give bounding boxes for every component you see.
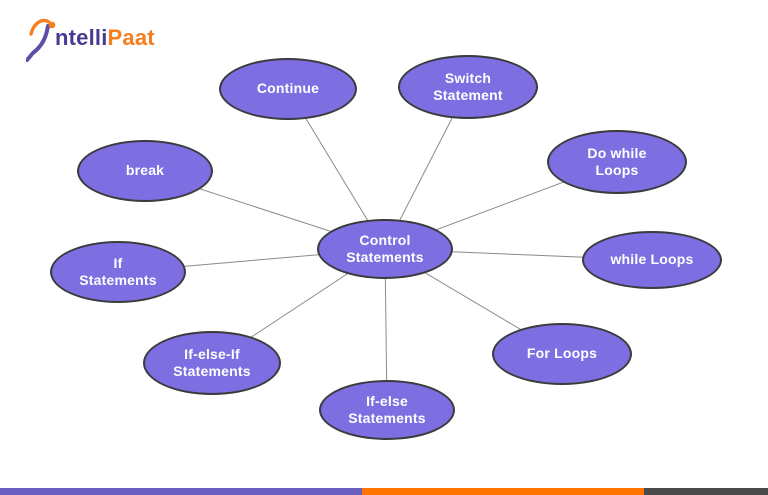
footer-orange-segment	[361, 488, 645, 495]
node-label: Do while Loops	[587, 144, 647, 179]
logo-text-primary: ntelli	[55, 25, 108, 50]
intellipaat-logo: ntelliPaat	[26, 16, 155, 62]
node-if-else-statements: If-else Statements	[319, 380, 455, 440]
node-label: Continue	[256, 80, 320, 97]
node-label: while Loops	[610, 251, 694, 268]
node-while-loops: while Loops	[582, 231, 722, 289]
footer-accent-bar	[0, 488, 768, 495]
node-label: For Loops	[526, 345, 598, 362]
node-continue: Continue	[219, 58, 357, 120]
logo-dancer-icon	[26, 18, 56, 62]
node-for-loops: For Loops	[492, 323, 632, 385]
footer-purple-segment	[0, 488, 362, 495]
node-if-statements: If Statements	[50, 241, 186, 303]
node-switch-statement: Switch Statement	[398, 55, 538, 119]
footer-dark-segment	[644, 488, 768, 495]
node-control-statements: Control Statements	[317, 219, 453, 279]
logo-wordmark: ntelliPaat	[55, 16, 155, 60]
logo-text-secondary: Paat	[107, 25, 155, 50]
node-do-while-loops: Do while Loops	[547, 130, 687, 194]
node-label: Control Statements	[346, 231, 424, 266]
node-label: If Statements	[79, 254, 157, 289]
node-label: Switch Statement	[433, 69, 503, 104]
node-if-else-if-statements: If-else-If Statements	[143, 331, 281, 395]
node-label: If-else-If Statements	[173, 345, 251, 380]
node-label: break	[125, 162, 165, 179]
node-label: If-else Statements	[348, 392, 426, 427]
node-break: break	[77, 140, 213, 202]
